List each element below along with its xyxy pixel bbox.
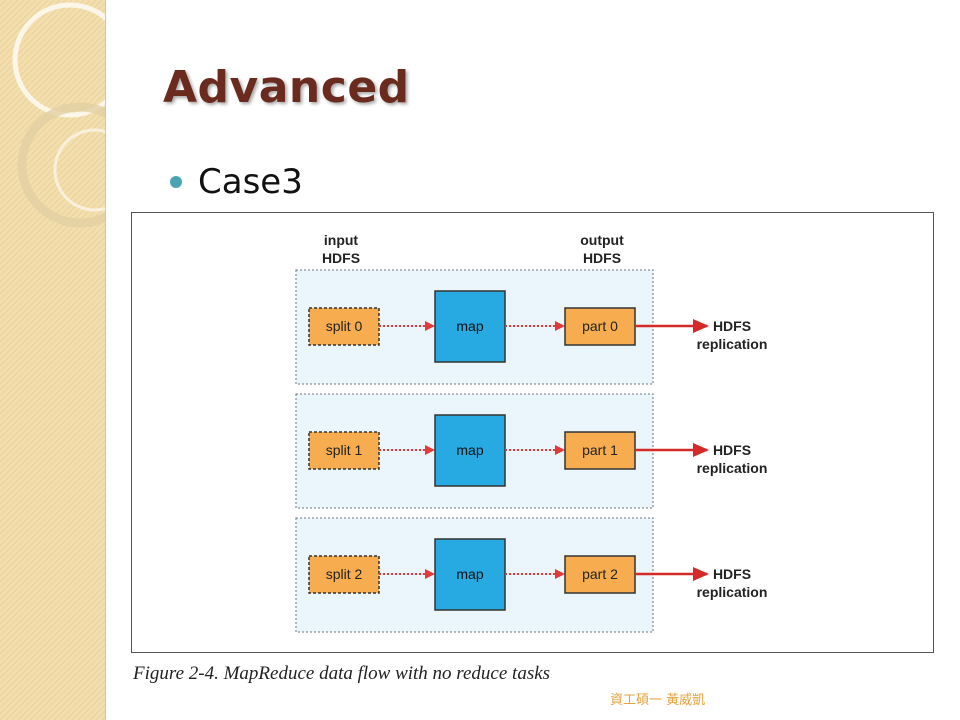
map-label: map [456,442,483,458]
split-box [308,431,380,470]
split-box [308,307,380,346]
split-box [308,555,380,594]
figure-caption: Figure 2-4. MapReduce data flow with no … [133,663,551,684]
input-label-line1: input [324,232,359,248]
flow-row: split 0 map part 0 HDFS replication [295,269,768,385]
bullet-item: Case3 [170,162,303,202]
split-label: split 0 [326,318,363,334]
output-label-line2: HDFS [583,250,621,266]
input-label-line2: HDFS [322,250,360,266]
split-label: split 2 [326,566,363,582]
split-label: split 1 [326,442,363,458]
bullet-dot-icon [170,176,182,188]
map-box [434,538,506,611]
mapreduce-diagram: input HDFS output HDFS split 0 map part … [295,232,768,633]
map-box [434,414,506,487]
sidebar-decoration [0,0,106,720]
slide-title: Advanced [163,62,410,113]
slide-footer: 資工碩一 黃威凱 [610,693,706,708]
flow-row: split 2 map part 2 HDFS replication [295,517,768,633]
replication-label: replication [697,460,768,476]
map-box [434,290,506,363]
part-box [564,431,636,470]
replication-label: replication [697,336,768,352]
hdfs-label: HDFS [713,442,751,458]
figure-frame: input HDFS output HDFS split 0 map part … [131,212,934,653]
bullet-text: Case3 [198,162,303,202]
output-label-line1: output [580,232,624,248]
part-label: part 2 [582,566,618,582]
map-label: map [456,566,483,582]
flow-row: split 1 map part 1 HDFS replication [295,393,768,509]
replication-label: replication [697,584,768,600]
part-label: part 1 [582,442,618,458]
part-label: part 0 [582,318,618,334]
hdfs-label: HDFS [713,318,751,334]
hdfs-label: HDFS [713,566,751,582]
map-label: map [456,318,483,334]
